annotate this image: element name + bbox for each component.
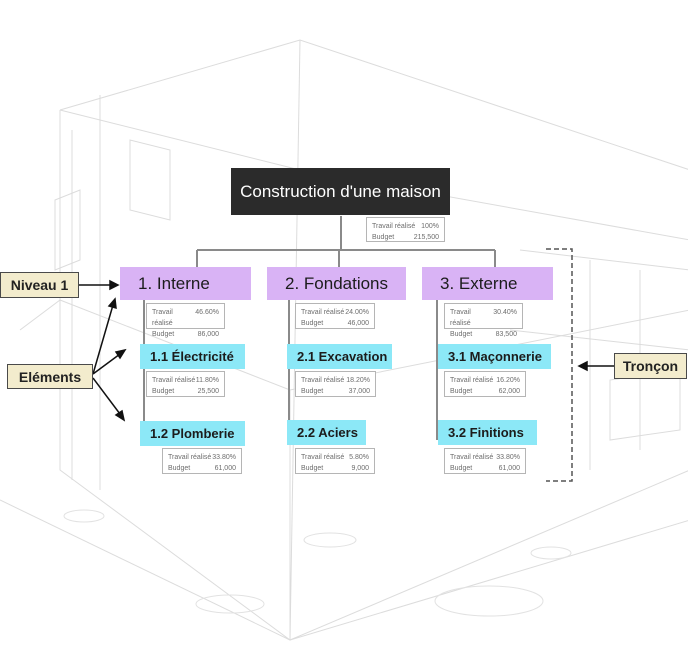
troncon-tag: Tronçon: [614, 353, 687, 379]
work-value: 33.80%: [496, 454, 520, 461]
work-label: Travail réalisé: [168, 454, 212, 461]
budget-value: 37,000: [348, 388, 370, 395]
work-label: Travail réalisé: [301, 454, 345, 461]
work-value: 100%: [421, 223, 439, 230]
work-value: 18.20%: [346, 377, 370, 384]
budget-value: 9,000: [351, 465, 369, 472]
work-value: 46.60%: [195, 309, 219, 316]
element-title: 3.1 Maçonnerie: [448, 349, 542, 364]
element-node-excavation[interactable]: 2.1 Excavation: [287, 344, 392, 369]
element-node-aciers[interactable]: 2.2 Aciers: [287, 420, 366, 445]
niveau-1-tag: Niveau 1: [0, 272, 79, 298]
work-value: 11.80%: [195, 377, 219, 384]
element-node-finitions[interactable]: 3.2 Finitions: [438, 420, 537, 445]
budget-label: Budget: [152, 331, 175, 338]
root-node[interactable]: Construction d'une maison: [231, 168, 450, 215]
budget-label: Budget: [152, 388, 175, 395]
element-node-plomberie[interactable]: 1.2 Plomberie: [140, 421, 245, 446]
work-label: Travail réalisé: [301, 309, 345, 316]
root-title: Construction d'une maison: [240, 181, 441, 201]
troncon-label: Tronçon: [622, 358, 679, 374]
element-title: 3.2 Finitions: [448, 425, 524, 440]
level1-node-externe[interactable]: 3. Externe: [422, 267, 553, 300]
work-value: 16.20%: [496, 377, 520, 384]
element-node-electricite[interactable]: 1.1 Électricité: [140, 344, 245, 369]
budget-label: Budget: [450, 465, 473, 472]
work-label: Travail réalisé: [450, 377, 494, 384]
element-title: 1.1 Électricité: [150, 349, 234, 364]
level1-title: 3. Externe: [440, 273, 518, 293]
budget-value: 61,000: [214, 465, 236, 472]
element-title: 1.2 Plomberie: [150, 426, 235, 441]
root-stats: Travail réalisé 100% Budget 215,500: [366, 217, 445, 242]
niveau-1-label: Niveau 1: [10, 277, 69, 293]
budget-value: 83,500: [495, 331, 517, 338]
elements-label: Eléments: [18, 368, 82, 385]
level1-node-interne[interactable]: 1. Interne: [120, 267, 251, 300]
element-title: 2.2 Aciers: [297, 425, 358, 440]
elements-tag: Eléments: [7, 364, 93, 389]
budget-value: 86,000: [197, 331, 219, 338]
level1-node-fondations[interactable]: 2. Fondations: [267, 267, 406, 300]
work-label: Travail réalisé: [450, 454, 494, 461]
budget-value: 25,500: [197, 388, 219, 395]
work-label: Travail réalisé: [152, 309, 173, 327]
budget-label: Budget: [450, 331, 473, 338]
budget-value: 46,000: [347, 320, 369, 327]
element-node-maconnerie[interactable]: 3.1 Maçonnerie: [438, 344, 551, 369]
budget-value: 62,000: [498, 388, 520, 395]
budget-label: Budget: [450, 388, 473, 395]
budget-label: Budget: [301, 388, 324, 395]
budget-label: Budget: [372, 234, 395, 241]
budget-label: Budget: [168, 465, 191, 472]
work-label: Travail réalisé: [152, 377, 196, 384]
budget-value: 215,500: [413, 234, 439, 241]
level1-title: 2. Fondations: [285, 273, 389, 293]
element-stats: Travail réalisé 5.80% Budget 9,000: [295, 448, 375, 474]
work-label: Travail réalisé: [450, 309, 471, 327]
work-value: 24.00%: [345, 309, 369, 316]
level1-stats: Travail réalisé 30.40% Budget 83,500: [444, 303, 523, 338]
work-value: 5.80%: [349, 454, 369, 461]
element-title: 2.1 Excavation: [297, 349, 388, 364]
work-label: Travail réalisé: [301, 377, 345, 384]
level1-title: 1. Interne: [138, 273, 210, 293]
work-label: Travail réalisé: [372, 223, 416, 230]
budget-label: Budget: [301, 320, 324, 327]
budget-value: 61,000: [498, 465, 520, 472]
budget-label: Budget: [301, 465, 324, 472]
work-value: 33.80%: [212, 454, 236, 461]
work-value: 30.40%: [493, 309, 517, 316]
level1-stats: Travail réalisé 46.60% Budget 86,000: [146, 303, 225, 338]
